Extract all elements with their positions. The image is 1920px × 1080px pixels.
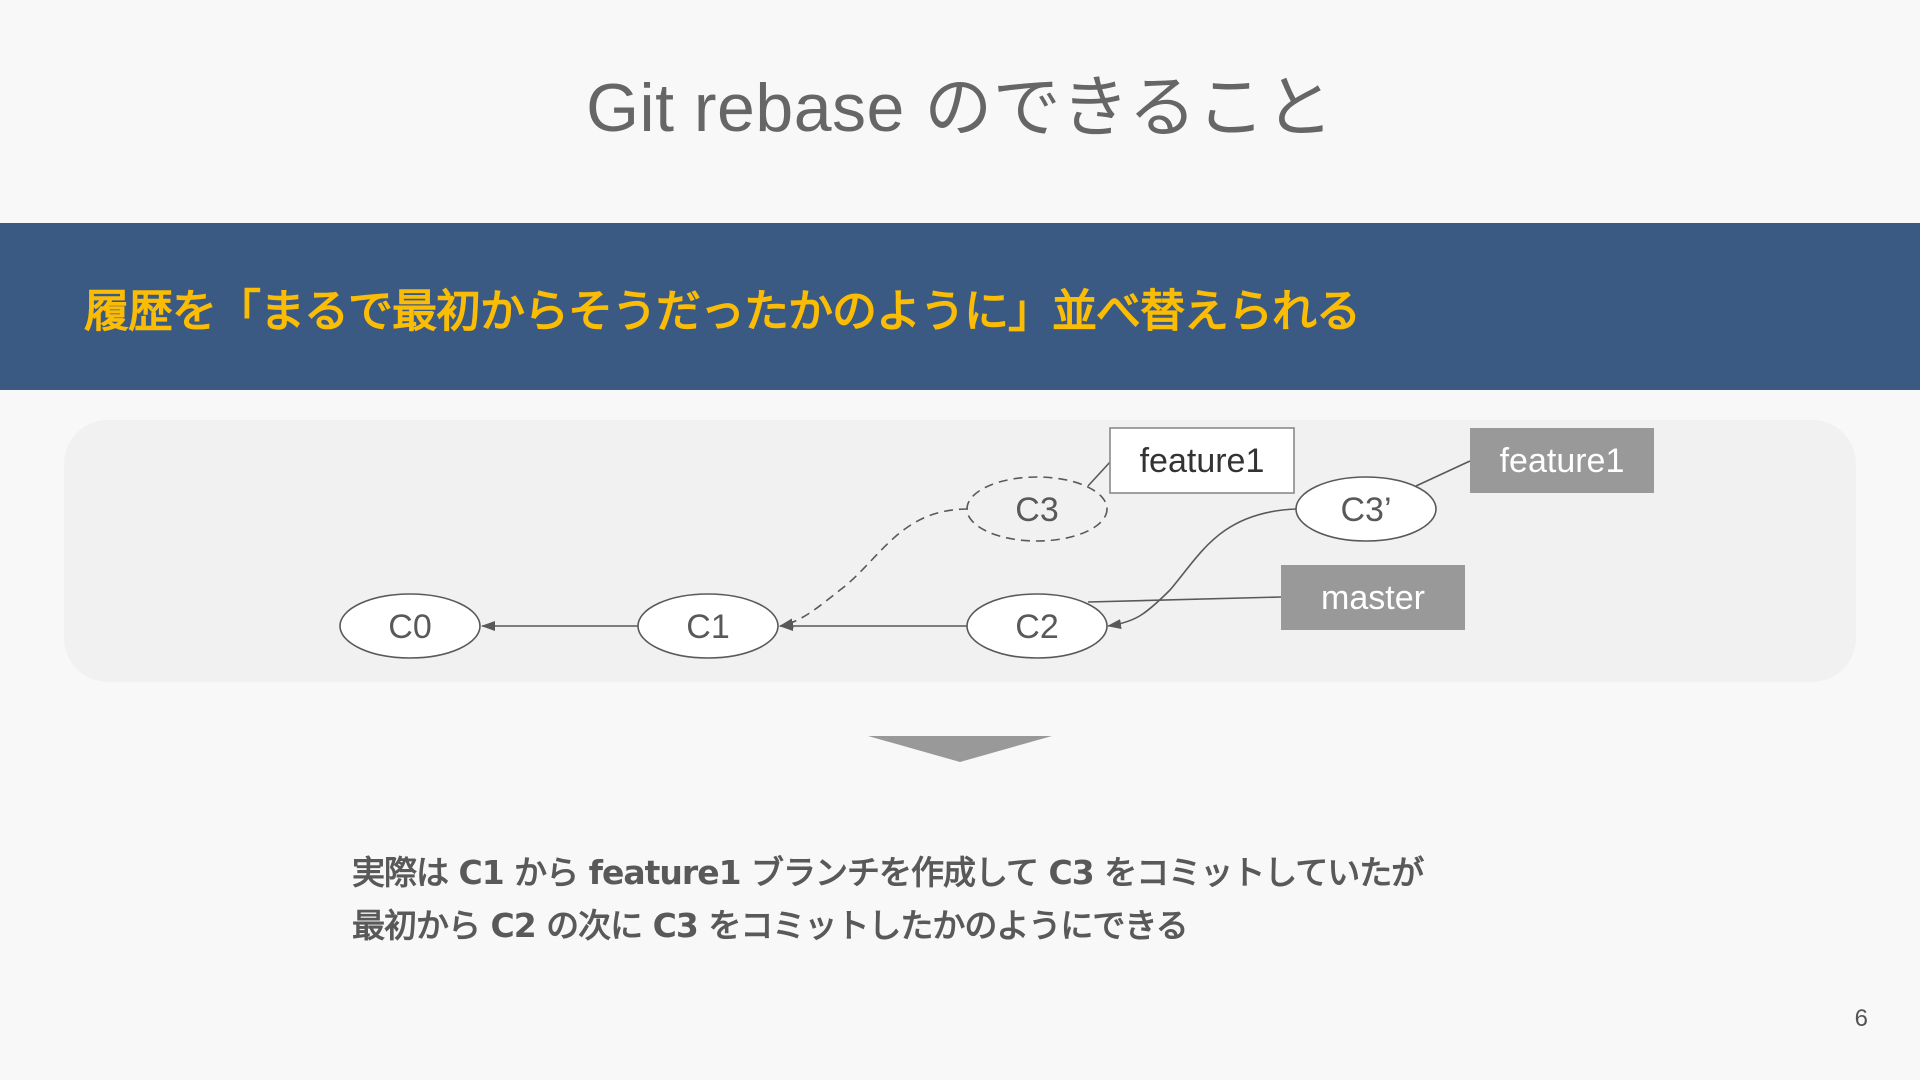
commit-node-c1: C1 — [637, 593, 779, 659]
connector-feature1-new — [1415, 460, 1471, 487]
page-number: 6 — [1854, 1005, 1868, 1032]
branch-label-text: master — [1321, 579, 1425, 617]
commit-label: C2 — [1015, 608, 1058, 646]
commit-node-c0: C0 — [339, 593, 481, 659]
banner-text: 履歴を「まるで最初からそうだったかのように」並べ替えられる — [84, 284, 1361, 337]
commit-label: C1 — [686, 608, 729, 646]
connector-feature1-old — [1087, 460, 1112, 487]
branch-label-text: feature1 — [1140, 442, 1265, 480]
caption: 実際は C1 から feature1 ブランチを作成して C3 をコミットしてい… — [352, 846, 1424, 952]
branch-label-master: master — [1281, 565, 1465, 630]
branch-label-feature1-old: feature1 — [1109, 427, 1295, 494]
commit-label: C0 — [388, 608, 431, 646]
branch-label-text: feature1 — [1500, 442, 1625, 480]
connector-master — [1087, 596, 1282, 603]
caption-line-1: 実際は C1 から feature1 ブランチを作成して C3 をコミットしてい… — [352, 853, 1424, 892]
edge-c3prime-to-c2 — [1107, 508, 1297, 630]
commit-label: C3’ — [1340, 491, 1391, 529]
down-arrow-icon — [868, 736, 1052, 762]
branch-label-feature1-new: feature1 — [1470, 428, 1654, 493]
edge-c3-to-c1-dashed — [779, 508, 969, 629]
caption-line-2: 最初から C2 の次に C3 をコミットしたかのようにできる — [352, 906, 1189, 945]
headline-banner: 履歴を「まるで最初からそうだったかのように」並べ替えられる — [0, 223, 1920, 390]
commit-label: C3 — [1015, 491, 1058, 529]
commit-node-c2: C2 — [966, 593, 1108, 659]
commit-node-c3-rebased: C3’ — [1295, 476, 1437, 542]
slide-title: Git rebase のできること — [586, 70, 1334, 146]
commit-node-c3-original: C3 — [966, 476, 1108, 542]
